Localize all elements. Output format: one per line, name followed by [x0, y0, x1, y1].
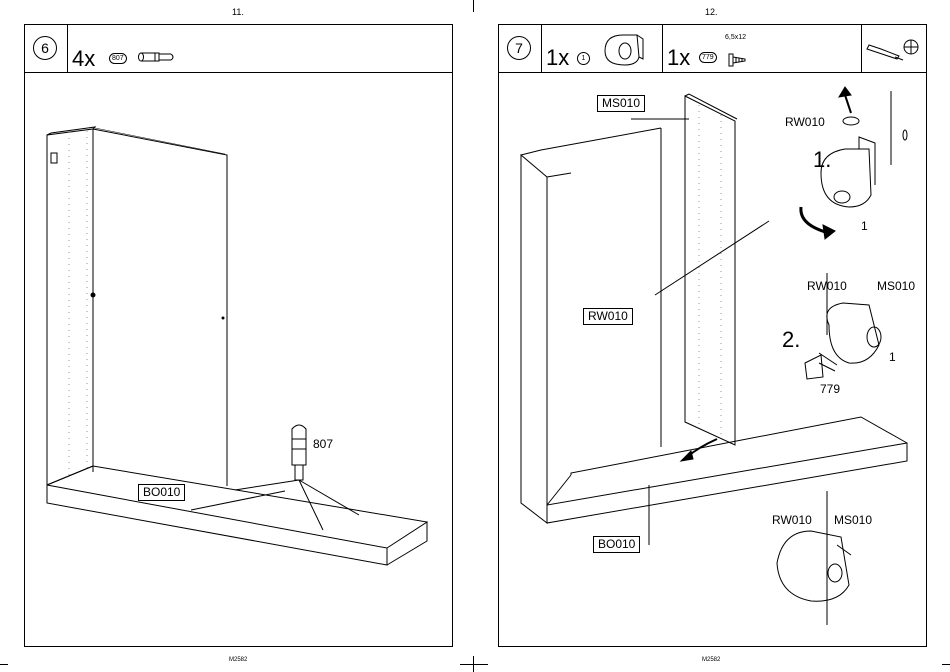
step7-divider-label: MS010 — [597, 95, 645, 112]
detail1-step-label: 1. — [813, 149, 831, 171]
footer-code-right: M2582 — [702, 657, 720, 663]
crop-mark-left — [0, 664, 8, 665]
step6-drawing — [25, 25, 454, 648]
page-number-right: 12. — [705, 7, 718, 17]
step6-bottom-label: BO010 — [138, 484, 185, 501]
step6-panel: 6 4x 807 — [24, 24, 453, 647]
step7-panel: 7 1x 1 1x 779 6,5x12 — [498, 24, 927, 647]
crop-mark-top — [473, 0, 474, 12]
footer-code-left: M2582 — [229, 657, 247, 663]
crop-mark-right — [942, 664, 950, 665]
step6-dowel-label: 807 — [313, 437, 333, 451]
detail1-rw-label: RW010 — [785, 115, 825, 129]
detail3-ms-label: MS010 — [834, 513, 872, 527]
step7-side-label: RW010 — [583, 308, 633, 325]
detail2-step-label: 2. — [782, 329, 800, 351]
detail2-screw-label: 779 — [820, 382, 840, 396]
step7-bottom-label: BO010 — [593, 536, 640, 553]
page-number-left: 11. — [232, 7, 244, 17]
detail2-rw-label: RW010 — [807, 279, 847, 293]
detail2-ms-label: MS010 — [877, 279, 915, 293]
crop-mark-bottom-h — [460, 664, 488, 665]
detail3-rw-label: RW010 — [772, 513, 812, 527]
step7-drawing — [499, 25, 928, 648]
detail2-part-label: 1 — [889, 350, 896, 364]
detail1-part-label: 1 — [861, 219, 868, 233]
